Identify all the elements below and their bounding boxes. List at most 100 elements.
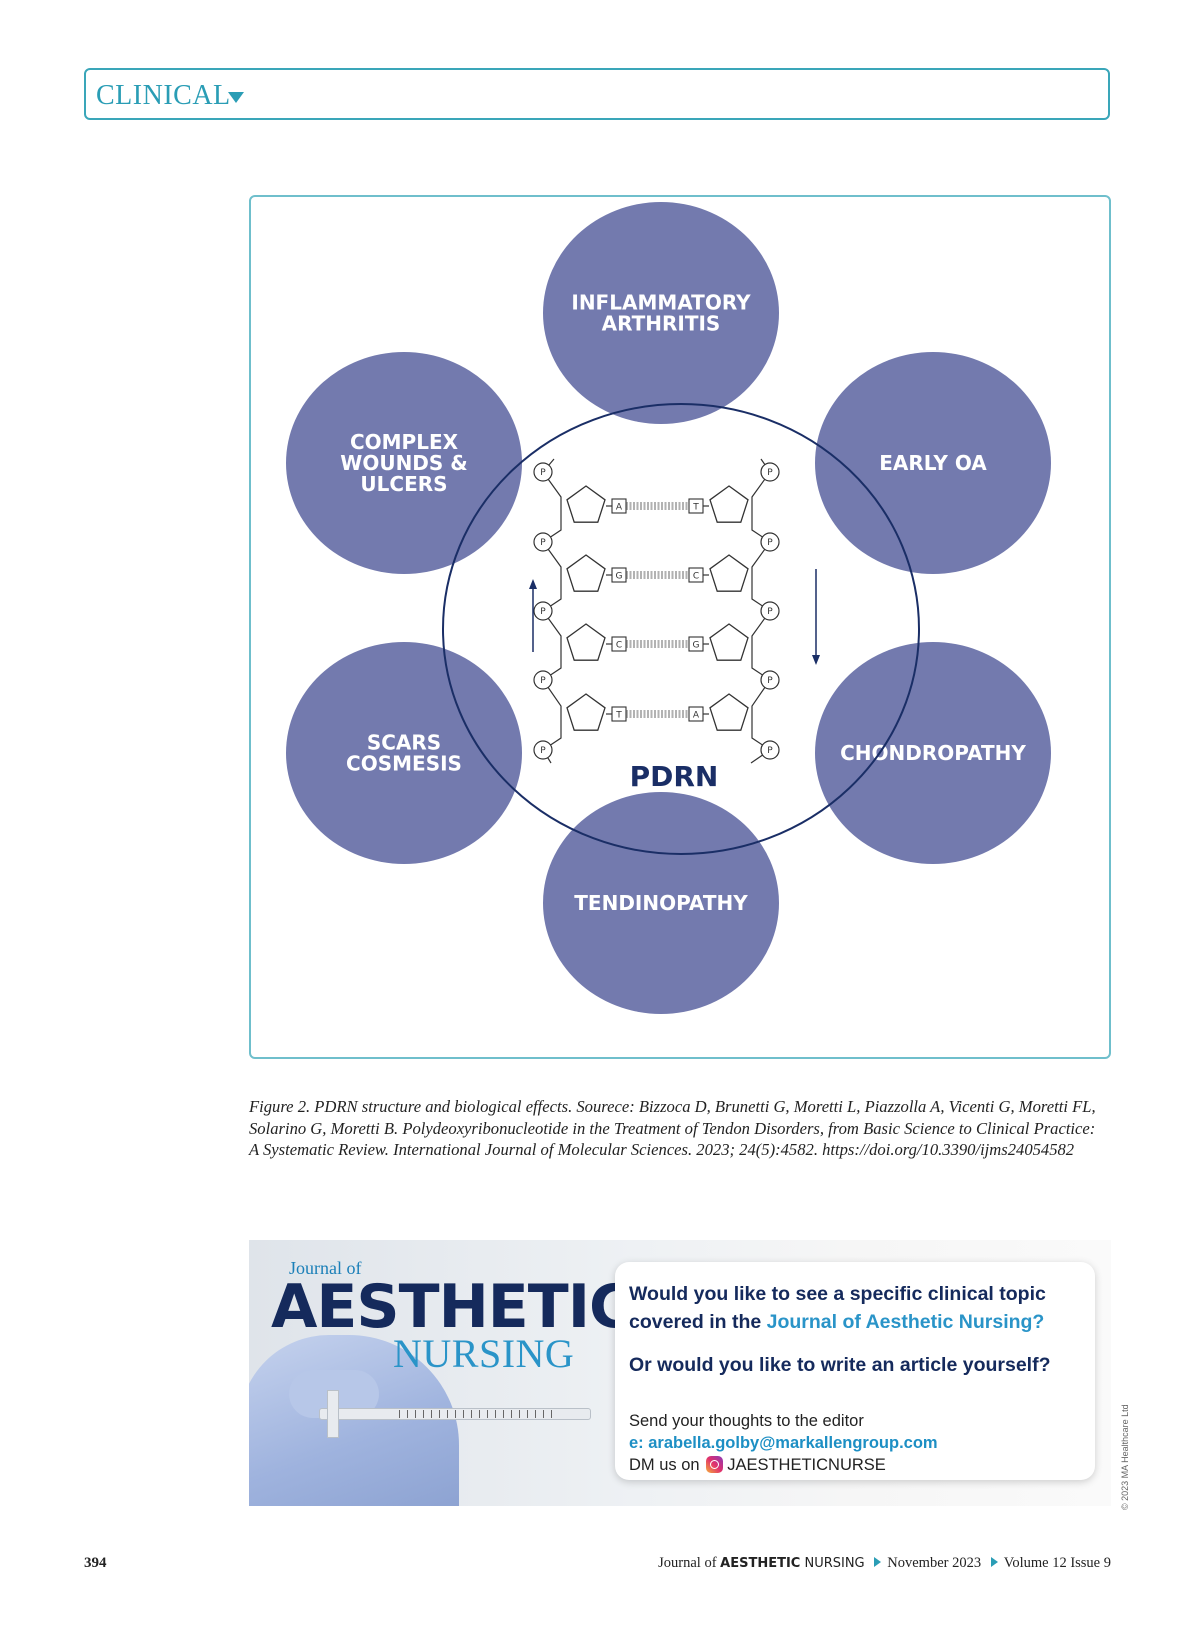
bubble-label: SCARS	[367, 731, 441, 755]
base-left: T	[615, 711, 622, 721]
pdrn-center-label: PDRN	[630, 760, 719, 793]
bubble-label: WOUNDS &	[340, 451, 467, 475]
ad-question-1: Would you like to see a specific clinica…	[629, 1280, 1089, 1336]
base-left: G	[616, 572, 623, 582]
bubble-label: TENDINOPATHY	[574, 891, 748, 915]
bubble-lower-right: CHONDROPATHY	[815, 642, 1051, 864]
phosphate-label: P	[767, 607, 773, 617]
ad-logo-nursing: NURSING	[393, 1331, 575, 1376]
section-header: CLINICAL	[84, 68, 1110, 120]
phosphate-label: P	[767, 538, 773, 548]
sugar-ring	[566, 485, 606, 523]
bubble-circle	[815, 352, 1051, 574]
triangle-separator-icon	[990, 1557, 998, 1567]
pdrn-ring	[442, 403, 920, 855]
bubble-circle	[543, 202, 779, 424]
bubble-label: EARLY OA	[879, 451, 987, 475]
ad-email-link[interactable]: e: arabella.golby@markallengroup.com	[629, 1434, 938, 1452]
ad-question-journal-name: Journal of Aesthetic Nursing?	[766, 1311, 1045, 1333]
strand-direction-up-arrow	[529, 579, 537, 652]
bubble-label: CHONDROPATHY	[840, 741, 1026, 765]
footer-journal-brand: AESTHETIC NURSING	[720, 1556, 864, 1571]
phosphate-node: P	[760, 670, 780, 690]
ad-dm-line: DM us on JAESTHETICNURSE	[629, 1456, 886, 1475]
phosphate-node: P	[760, 532, 780, 552]
copyright-notice: © 2023 MA Healthcare Ltd	[1120, 1404, 1130, 1510]
strand-direction-down-arrow	[812, 569, 820, 665]
base-right: C	[693, 572, 699, 582]
figure-caption: Figure 2. PDRN structure and biological …	[249, 1097, 1096, 1159]
syringe-scale	[399, 1410, 559, 1418]
journal-advert: Journal of AESTHETIC NURSING Would you l…	[249, 1240, 1111, 1506]
ad-dm-prefix: DM us on	[629, 1456, 700, 1474]
bubble-label: COSMESIS	[346, 752, 462, 776]
bubble-label: COMPLEX	[350, 430, 459, 454]
bubble-circle	[286, 642, 522, 864]
instagram-icon	[706, 1456, 724, 1473]
bubble-upper-right: EARLY OA	[815, 352, 1051, 574]
bubble-circle	[543, 792, 779, 1014]
ad-question-text: Would you like to see a specific clinica…	[629, 1283, 1046, 1333]
phosphate-label: P	[540, 607, 546, 617]
phosphate-label: P	[540, 538, 546, 548]
base-right: T	[692, 503, 699, 513]
phosphate-label: P	[540, 468, 546, 478]
caret-down-icon	[228, 92, 244, 103]
sugar-ring	[566, 693, 606, 731]
phosphate-node: P	[760, 462, 780, 482]
sugar-ring	[709, 485, 749, 523]
phosphate-label: P	[540, 676, 546, 686]
ad-callout-card: Would you like to see a specific clinica…	[615, 1262, 1095, 1480]
bubble-label: ULCERS	[360, 472, 447, 496]
footer-journal-suffix: NURSING	[800, 1556, 865, 1571]
phosphate-node: P	[533, 740, 553, 760]
ad-send-text: Send your thoughts to the editor	[629, 1412, 864, 1430]
page-number: 394	[84, 1555, 107, 1571]
triangle-separator-icon	[874, 1557, 882, 1567]
phosphate-node: P	[760, 601, 780, 621]
running-footer: Journal of AESTHETIC NURSING November 20…	[658, 1555, 1111, 1572]
footer-journal-bold: AESTHETIC	[720, 1556, 801, 1571]
phosphate-label: P	[767, 746, 773, 756]
footer-journal-prefix: Journal of	[658, 1555, 721, 1571]
base-left: C	[616, 641, 622, 651]
sugar-ring	[709, 693, 749, 731]
base-right: A	[693, 711, 700, 721]
bubble-circle	[286, 352, 522, 574]
syringe-plunger	[327, 1390, 339, 1438]
sugar-ring	[566, 554, 606, 592]
bubble-bottom: TENDINOPATHY	[543, 792, 779, 1014]
ad-instagram-handle[interactable]: JAESTHETICNURSE	[727, 1456, 886, 1474]
phosphate-label: P	[767, 468, 773, 478]
phosphate-node: P	[533, 532, 553, 552]
ad-logo-journal-of: Journal of	[289, 1258, 362, 1278]
sugar-ring	[566, 623, 606, 661]
bubble-label: INFLAMMATORY	[571, 291, 751, 315]
bubble-circle	[815, 642, 1051, 864]
phosphate-node: P	[760, 740, 780, 760]
footer-date: November 2023	[887, 1555, 982, 1571]
base-right: G	[693, 641, 700, 651]
section-label: CLINICAL	[96, 80, 231, 111]
phosphate-node: P	[533, 601, 553, 621]
phosphate-label: P	[767, 676, 773, 686]
footer-volume: Volume 12 Issue 9	[1003, 1555, 1111, 1571]
phosphate-label: P	[540, 746, 546, 756]
ad-question-2: Or would you like to write an article yo…	[629, 1354, 1051, 1376]
sugar-ring	[709, 554, 749, 592]
phosphate-node: P	[533, 670, 553, 690]
phosphate-node: P	[533, 462, 553, 482]
sugar-ring	[709, 623, 749, 661]
bubble-label: ARTHRITIS	[602, 312, 721, 336]
